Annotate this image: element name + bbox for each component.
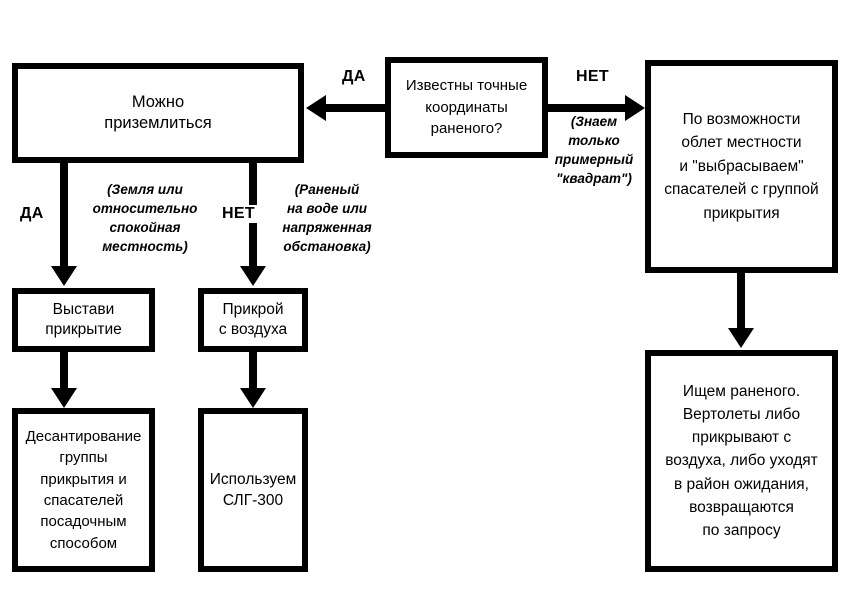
edge-label-net-top: НЕТ [574,68,611,86]
connector-decision-to-flyover [548,104,626,112]
process-node-can-land[interactable]: Можно приземлиться [12,63,304,163]
process-node-set-cover-label: Выстави прикрытие [45,300,122,338]
process-node-area-flyover-label: По возможности облет местности и "выбрас… [664,110,819,222]
connector-decision-to-can-land [326,104,385,112]
decision-node-known-coordinates[interactable]: Известны точные координаты раненого? [385,57,548,158]
process-node-landing-drop[interactable]: Десантирование группы прикрытия и спасат… [12,408,155,572]
connector-can-land-to-set-cover [60,163,68,268]
process-node-air-cover[interactable]: Прикрой с воздуха [198,288,308,352]
edge-note-wounded-on-water: (Раненый на воде или напряженная обстано… [282,182,372,255]
edge-label-da-left: ДА [18,205,46,223]
process-node-use-slg300[interactable]: Используем СЛГ-300 [198,408,308,572]
process-node-set-cover[interactable]: Выстави прикрытие [12,288,155,352]
arrowhead-set-cover-to-landing-drop [51,388,77,408]
process-node-can-land-label: Можно приземлиться [104,92,212,132]
process-node-landing-drop-label: Десантирование группы прикрытия и спасат… [25,428,142,552]
process-node-search-wounded-label: Ищем раненого. Вертолеты либо прикрывают… [665,382,818,540]
arrowhead-air-cover-to-slg [240,388,266,408]
arrowhead-can-land-to-set-cover [51,266,77,286]
process-node-air-cover-label: Прикрой с воздуха [218,300,288,338]
connector-flyover-to-search [737,273,745,331]
process-node-area-flyover[interactable]: По возможности облет местности и "выбрас… [645,60,838,273]
connector-set-cover-to-landing-drop [60,352,68,390]
process-node-use-slg300-label: Используем СЛГ-300 [209,470,297,509]
arrowhead-decision-to-can-land [306,95,326,121]
connector-air-cover-to-slg [249,352,257,390]
arrowhead-decision-to-flyover [625,95,645,121]
arrowhead-can-land-to-air-cover [240,266,266,286]
process-node-search-wounded[interactable]: Ищем раненого. Вертолеты либо прикрывают… [645,350,838,572]
edge-note-ground-calm: (Земля или относительно спокойная местно… [92,182,198,255]
arrowhead-flyover-to-search [728,328,754,348]
edge-label-net-left: НЕТ [220,205,257,223]
decision-node-label: Известны точные координаты раненого? [405,76,528,138]
edge-note-approximate-square: (Знаем только примерный "квадрат") [554,114,634,187]
edge-label-da-top: ДА [340,68,368,86]
